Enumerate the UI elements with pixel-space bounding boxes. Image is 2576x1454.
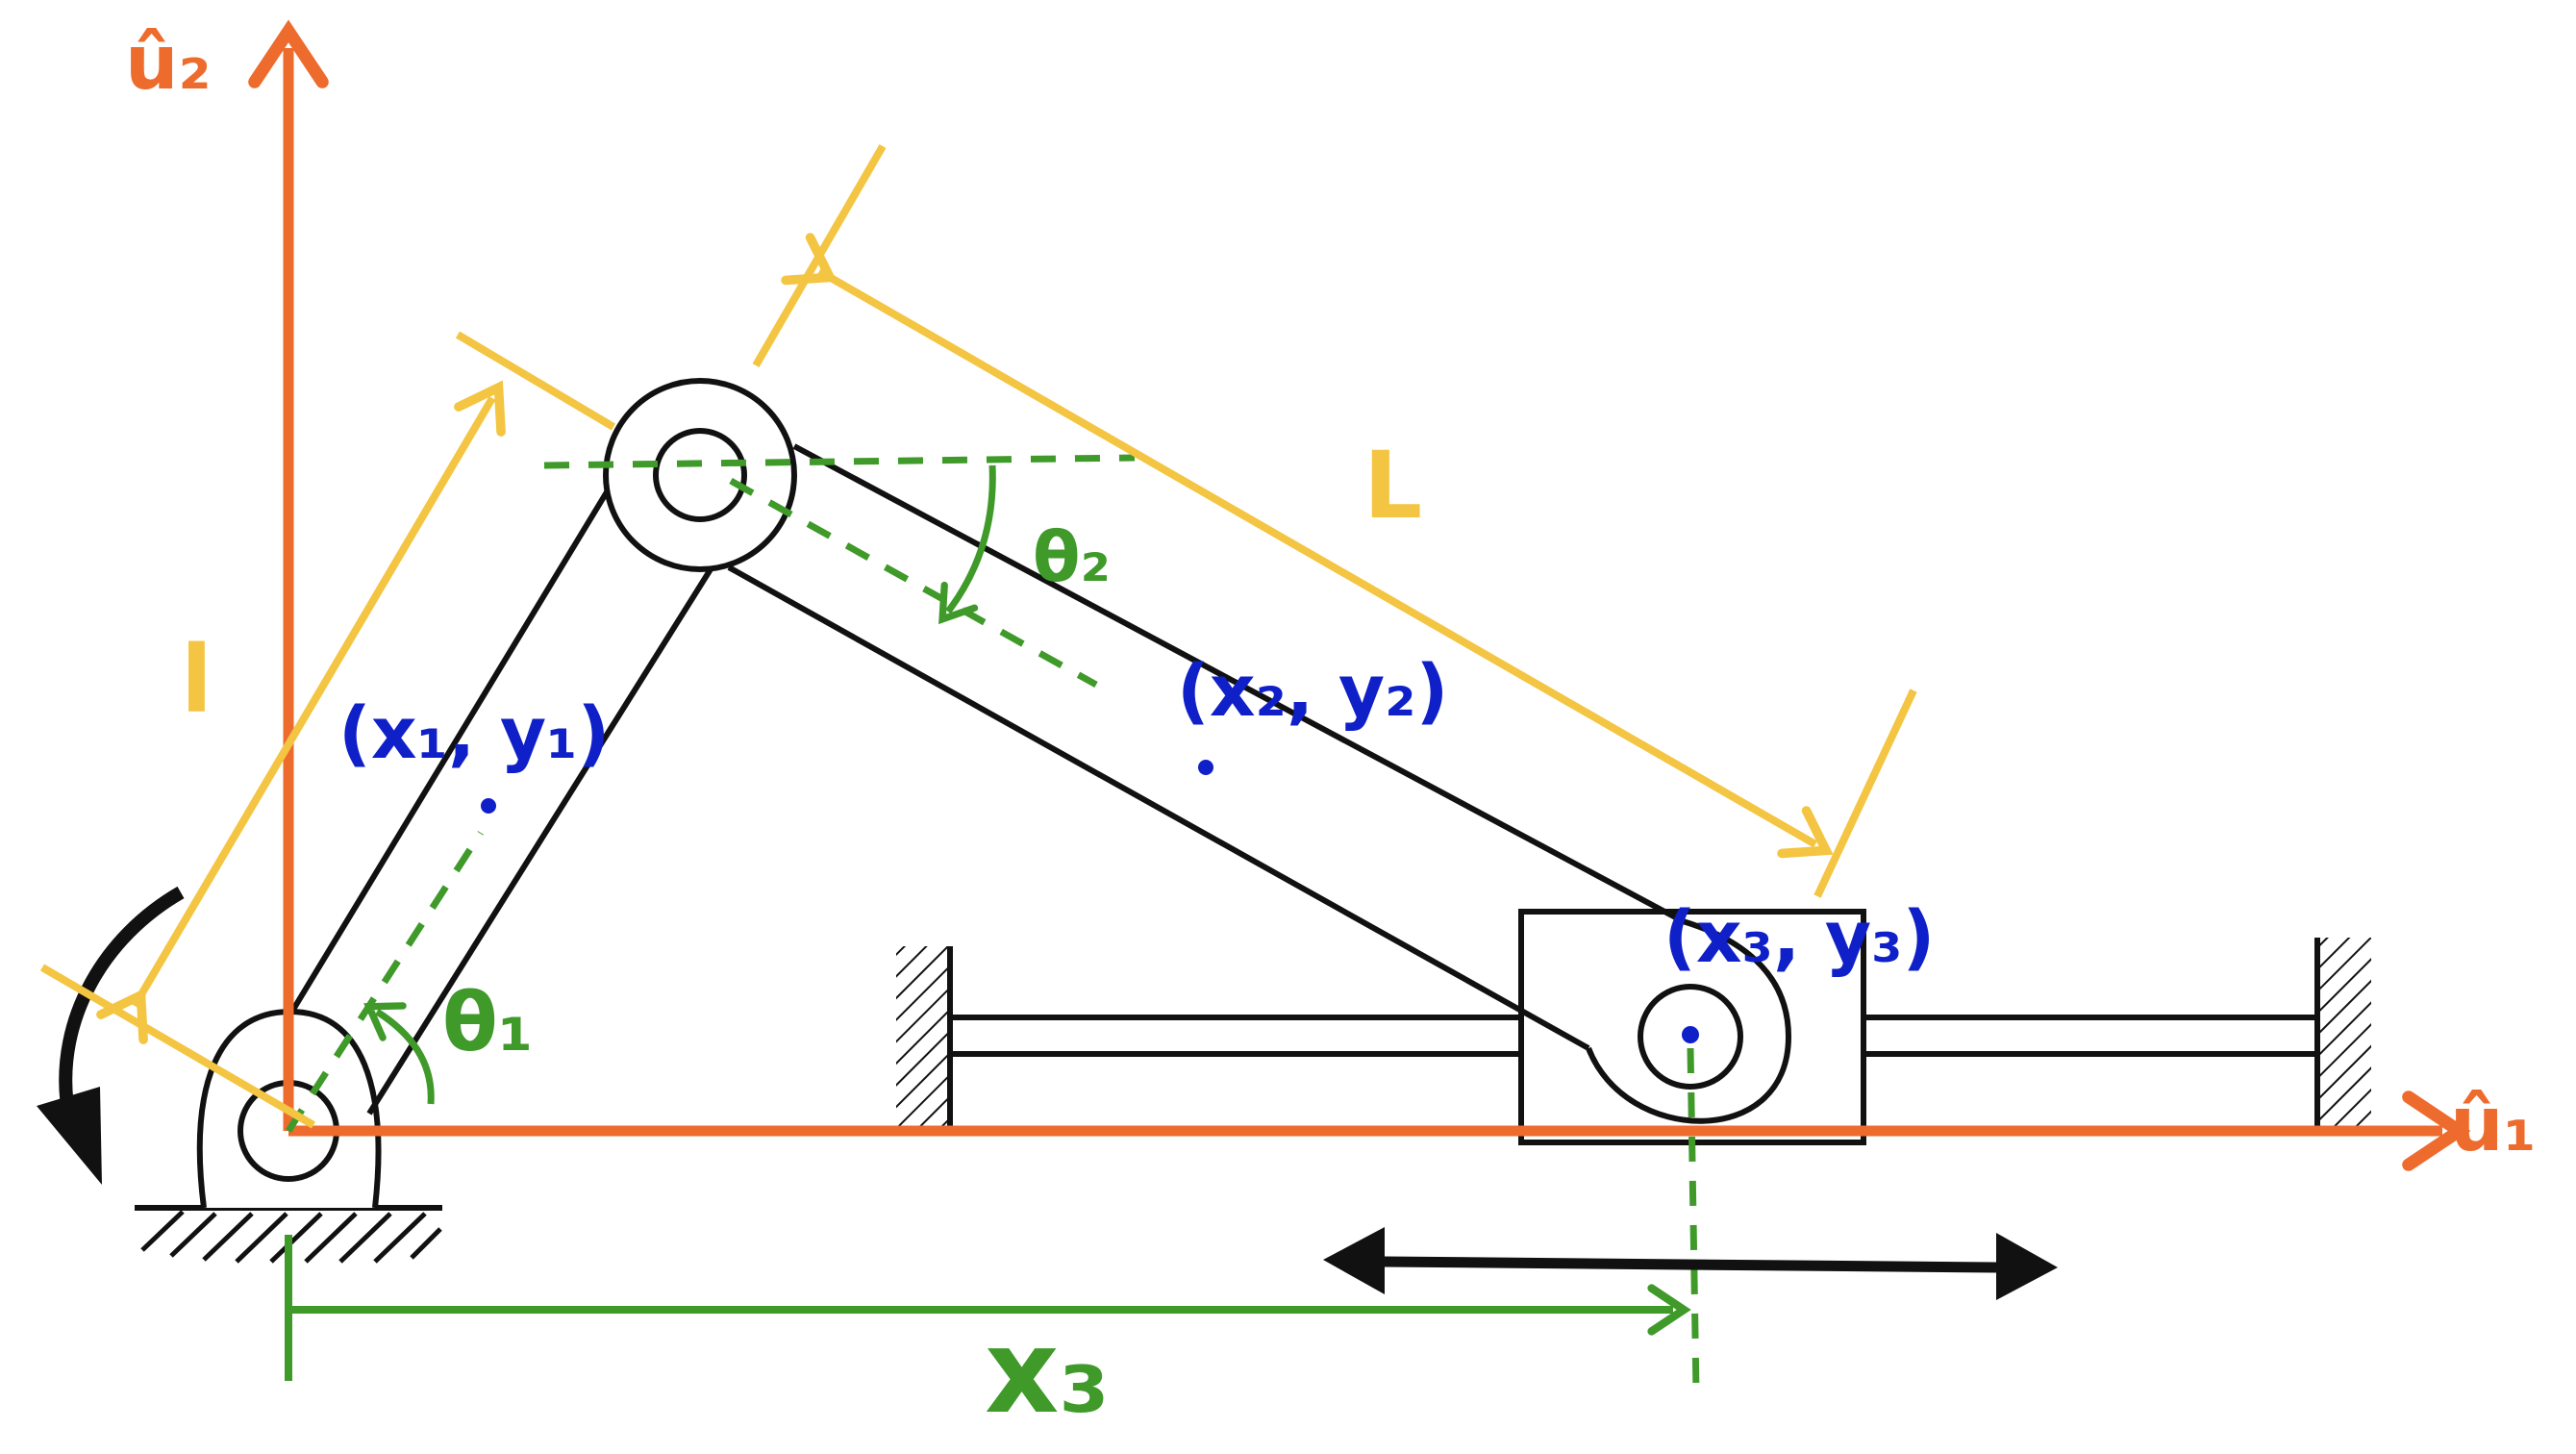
angle-reference-lines [286, 454, 1700, 1393]
point-1-dot [481, 798, 496, 814]
x3-dimension [285, 1235, 1691, 1381]
rail-right-wall [2314, 938, 2371, 1126]
u1-label: û₁ [2450, 1082, 2537, 1168]
crank-length-label: l [181, 626, 213, 734]
slider-motion-arrow [1323, 1227, 2058, 1300]
theta1-label: θ₁ [442, 975, 534, 1069]
slider-rail [950, 1015, 2317, 1057]
point-3-dot [1682, 1026, 1699, 1043]
point-1-label: (x₁, y₁) [338, 692, 610, 775]
point-2-label: (x₂, y₂) [1177, 650, 1448, 733]
x3-label: x₃ [985, 1306, 1110, 1440]
coupler-length-label: L [1363, 432, 1422, 539]
top-joint [603, 378, 797, 572]
crank-length-dimension [39, 331, 616, 1129]
theta2-label: θ₂ [1033, 516, 1111, 597]
coupler-length-dimension [752, 143, 1917, 898]
point-3-label: (x₃, y₃) [1663, 896, 1935, 979]
rail-left-wall [896, 946, 953, 1135]
u2-label: û₂ [125, 20, 212, 107]
slider-joint [1586, 918, 1792, 1124]
point-2-dot [1198, 760, 1213, 775]
